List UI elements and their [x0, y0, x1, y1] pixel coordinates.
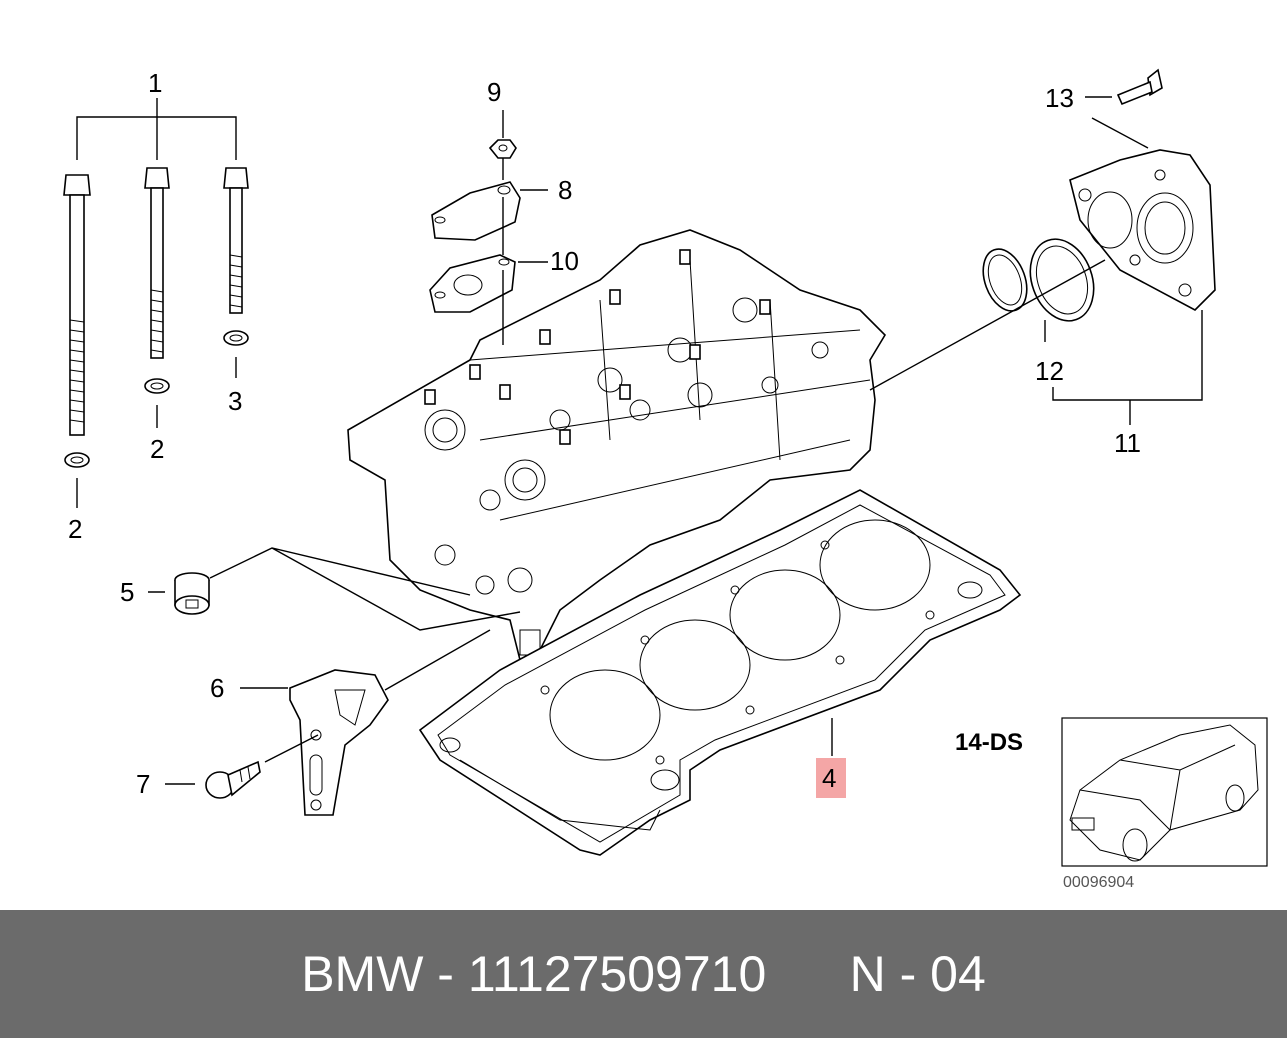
- brand-part-number: BMW - 11127509710: [301, 946, 767, 1002]
- callout-14-ds: 14-DS: [955, 729, 1023, 756]
- callout-10: 10: [550, 246, 579, 276]
- head-bolt-long[interactable]: [63, 174, 91, 436]
- callout-2b: 2: [150, 434, 164, 464]
- callout-13: 13: [1045, 83, 1074, 113]
- callout-4: 4: [822, 763, 836, 793]
- part-number-footer: BMW - 11127509710 N - 04: [0, 910, 1287, 1038]
- nut-9[interactable]: [488, 139, 517, 159]
- sealing-ring-12a[interactable]: [975, 243, 1034, 317]
- callout-7: 7: [136, 769, 150, 799]
- cover-flange-11[interactable]: [1069, 149, 1216, 311]
- diagram-position: N - 04: [849, 946, 986, 1002]
- head-bolt-medium[interactable]: [144, 167, 170, 359]
- washer-2a[interactable]: [64, 452, 90, 468]
- cylinder-head[interactable]: [347, 229, 887, 662]
- head-bolt-short[interactable]: [223, 167, 249, 314]
- washer-2b[interactable]: [144, 378, 170, 394]
- callout-9: 9: [487, 77, 501, 107]
- cylinder-head-gasket-4[interactable]: [418, 489, 1022, 856]
- footer-spacer: [766, 945, 849, 1003]
- callout-5: 5: [120, 577, 134, 607]
- callout-2a: 2: [68, 514, 82, 544]
- callout-11: 11: [1114, 428, 1141, 458]
- cover-plate-8[interactable]: [431, 181, 521, 241]
- callout-1: 1: [148, 68, 162, 98]
- callout-6: 6: [210, 673, 224, 703]
- document-number: 00096904: [1063, 874, 1134, 891]
- bracket-6[interactable]: [289, 669, 389, 816]
- washer-3[interactable]: [223, 330, 249, 346]
- bolt-13[interactable]: [1116, 68, 1163, 106]
- gasket-10[interactable]: [429, 254, 516, 313]
- screw-plug-5[interactable]: [174, 572, 210, 615]
- vehicle-thumbnail: [1061, 717, 1268, 867]
- callout-12: 12: [1035, 356, 1064, 386]
- callout-4-highlight: [816, 758, 846, 798]
- parts-diagram: 1 2 2 3 4 5 6 7 8 9 10 11 12 13 14-DS 00…: [63, 68, 1268, 891]
- bolt-7[interactable]: [205, 760, 261, 799]
- callout-8: 8: [558, 175, 572, 205]
- callout-3: 3: [228, 386, 242, 416]
- sealing-ring-12b[interactable]: [1019, 230, 1104, 329]
